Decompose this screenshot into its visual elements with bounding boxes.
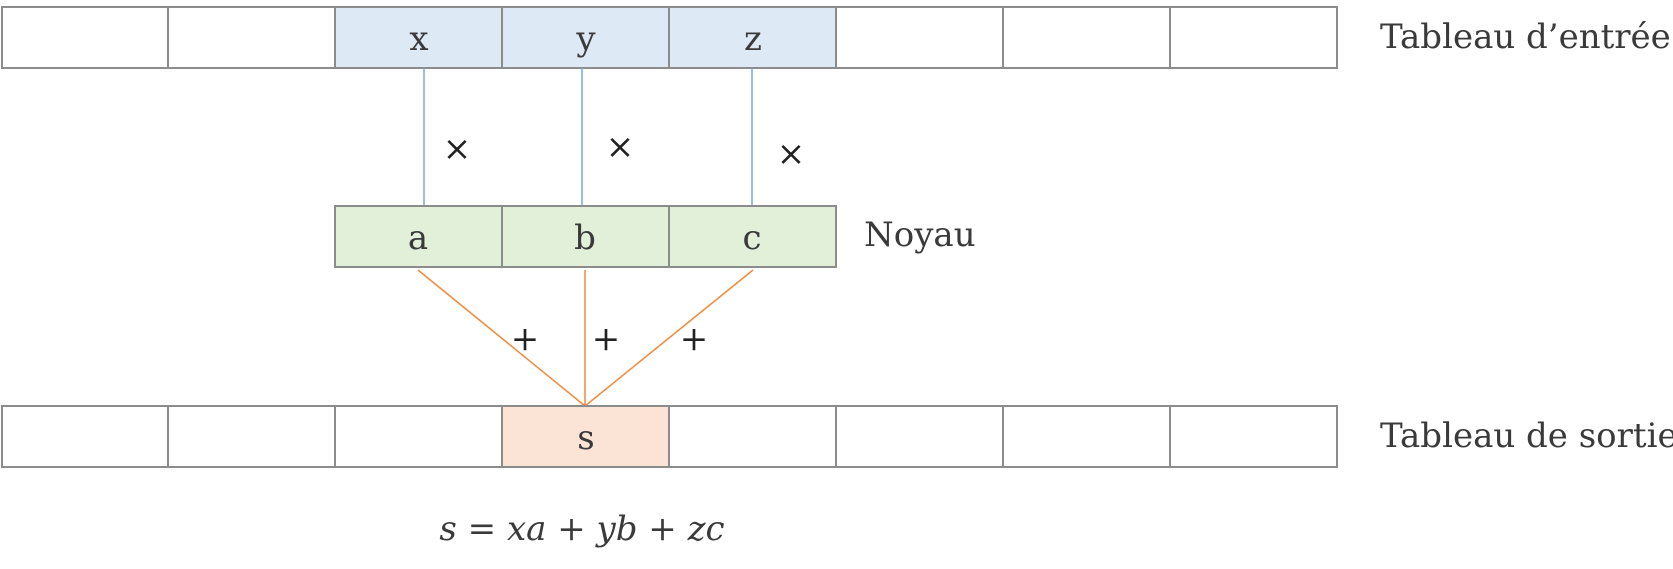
kernel-cell-a-text: a — [408, 218, 428, 258]
plus-sign: + — [680, 319, 709, 359]
kernel-cell-b — [501, 205, 670, 268]
sum-line-c — [584, 269, 754, 407]
multiply-connectors: × × × — [423, 68, 806, 206]
output-cell — [167, 405, 336, 468]
multiply-sign: × — [606, 127, 635, 167]
output-cell — [835, 405, 1004, 468]
kernel-label: Noyau — [864, 215, 976, 255]
input-cell-x-text: x — [409, 19, 428, 59]
kernel: a b c Noyau — [334, 205, 976, 268]
plus-sign: + — [511, 319, 540, 359]
output-cell — [1169, 405, 1338, 468]
input-cell — [1002, 6, 1171, 69]
output-cell-s-text: s — [577, 418, 594, 458]
output-cell — [1002, 405, 1171, 468]
kernel-cell-a — [334, 205, 503, 268]
output-array-label: Tableau de sortie — [1380, 416, 1673, 456]
kernel-cell-c — [668, 205, 837, 268]
input-cell-y — [501, 6, 670, 69]
input-cell — [1169, 6, 1338, 69]
output-array: s Tableau de sortie — [1, 405, 1673, 468]
input-cell-y-text: y — [575, 19, 596, 59]
input-cell-x — [334, 6, 503, 69]
output-cell-s — [501, 405, 670, 468]
output-cell — [1, 405, 169, 468]
sum-line-a — [417, 269, 586, 407]
sum-connectors: + + + — [417, 269, 754, 407]
input-array: x y z Tableau d’entrée — [1, 6, 1671, 69]
output-cell — [334, 405, 503, 468]
input-cell — [167, 6, 336, 69]
convolution-formula: s = xa + yb + zc — [439, 509, 724, 549]
multiply-sign: × — [777, 134, 806, 174]
input-cell-z-text: z — [744, 19, 762, 59]
multiply-sign: × — [443, 129, 472, 169]
output-cell — [668, 405, 837, 468]
input-cell — [1, 6, 169, 69]
kernel-cell-b-text: b — [574, 218, 596, 258]
plus-sign: + — [592, 319, 621, 359]
kernel-cell-c-text: c — [742, 218, 761, 258]
input-cell — [835, 6, 1004, 69]
input-array-label: Tableau d’entrée — [1380, 17, 1671, 57]
